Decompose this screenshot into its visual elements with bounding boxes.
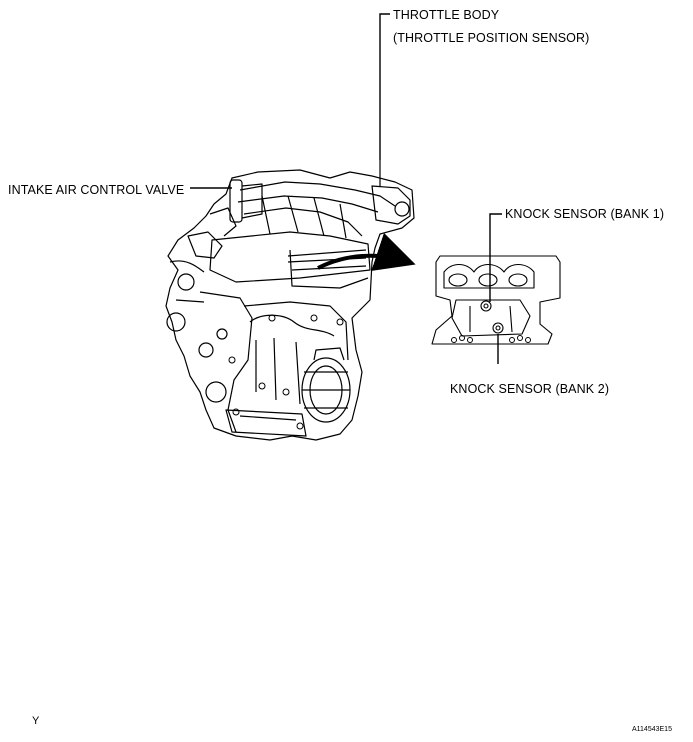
throttle-body-label: THROTTLE BODY — [393, 8, 500, 22]
leader-lines — [190, 13, 502, 364]
knock-sensor-inset — [431, 255, 561, 345]
footer-left-mark: Y — [32, 715, 40, 727]
knock-sensor-bank2-label: KNOCK SENSOR (BANK 2) — [450, 382, 610, 396]
figure-id: A114543E15 — [632, 726, 672, 733]
engine-illustration — [165, 160, 415, 441]
knock-sensor-bank1-label: KNOCK SENSOR (BANK 1) — [505, 207, 665, 221]
intake-air-control-valve-label: INTAKE AIR CONTROL VALVE — [8, 183, 185, 197]
view-arrow — [317, 232, 416, 271]
throttle-position-sensor-label: (THROTTLE POSITION SENSOR) — [393, 31, 590, 45]
